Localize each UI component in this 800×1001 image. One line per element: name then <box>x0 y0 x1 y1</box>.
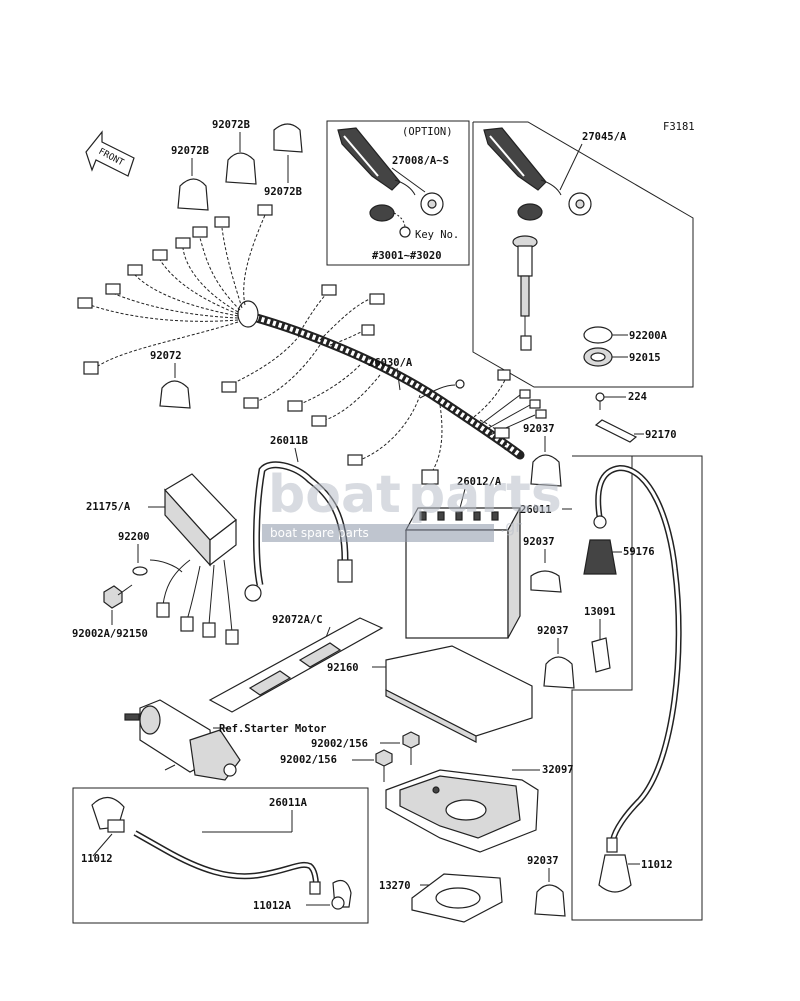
clamp-a-icon <box>225 152 257 185</box>
terminal-boot-icon <box>337 559 353 583</box>
key-no-range: #3001~#3020 <box>372 250 442 262</box>
watermark-brand-left: boat <box>268 465 401 525</box>
label-92037-b: 92037 <box>523 536 555 548</box>
label-11012-b: 11012 <box>641 859 673 871</box>
label-92002-b: 92002/156 <box>280 754 337 766</box>
label-27008: 27008/A~S <box>392 155 449 167</box>
option-title: (OPTION) <box>402 126 453 138</box>
label-26030: 26030/A <box>368 357 413 369</box>
bolt-a-icon <box>402 731 420 749</box>
starter-ref-label: Ref.Starter Motor <box>219 723 326 735</box>
clamp-92037-b-icon <box>530 570 562 593</box>
clamp-92037-others: 92037 92037 92037 <box>523 536 575 917</box>
clamp-92037-d-icon <box>534 884 566 917</box>
front-arrow-icon: FRONT <box>85 130 135 177</box>
plate-13270-group: 13270 <box>379 873 503 923</box>
label-92037-d: 92037 <box>527 855 559 867</box>
label-26011: 26011 <box>520 504 552 516</box>
cap-13091-icon <box>591 637 611 673</box>
label-11012A: 11012A <box>253 900 292 912</box>
label-26011A: 26011A <box>269 797 308 809</box>
watermark-brand-right: parts <box>408 465 562 525</box>
label-224: 224 <box>628 391 647 403</box>
label-92002A: 92002A/92150 <box>72 628 148 640</box>
label-92015: 92015 <box>629 352 661 364</box>
terminal-cap-11012-icon <box>598 854 632 893</box>
grommet-icon <box>237 300 259 328</box>
key-fob-icon <box>337 127 401 191</box>
switch-connector-icon <box>520 335 532 351</box>
key-cap-icon <box>369 204 395 222</box>
label-92160: 92160 <box>327 662 359 674</box>
label-21175: 21175/A <box>86 501 131 513</box>
ring-terminal-icon <box>244 584 262 602</box>
clamp-92037-a-group: 92037 <box>523 423 562 487</box>
label-92170: 92170 <box>645 429 677 441</box>
label-92072B-a: 92072B <box>212 119 250 131</box>
label-92002-a: 92002/156 <box>311 738 368 750</box>
strap-icon <box>594 419 638 443</box>
label-27045: 27045/A <box>582 131 627 143</box>
label-92072AC: 92072A/C <box>272 614 323 626</box>
watermark-tagline: boat spare parts <box>270 526 369 540</box>
option-box: (OPTION) 27008/A~S Key No. #3001~#3020 <box>326 120 470 266</box>
label-92037-a: 92037 <box>523 423 555 435</box>
battery-terminal-icon <box>593 515 607 529</box>
figure-code: F3181 <box>663 121 695 133</box>
label-92072B-c: 92072B <box>264 186 302 198</box>
lanyard-key-icon <box>483 127 547 191</box>
label-26012: 26012/A <box>457 476 502 488</box>
clamps-92072B: 92072B 92072B 92072B <box>171 119 303 211</box>
clamp-b-icon <box>177 178 209 211</box>
clamp-92037-c-icon <box>543 656 575 689</box>
terminal-cover-59176-icon <box>583 539 617 575</box>
bolt-icon <box>103 585 123 609</box>
mat-92160-group: 92160 <box>327 645 533 743</box>
battery-body-icon <box>405 529 509 639</box>
label-26011B: 26011B <box>270 435 308 447</box>
label-32097: 32097 <box>542 764 574 776</box>
label-92072: 92072 <box>150 350 182 362</box>
clamp-92072-icon <box>159 380 191 409</box>
clamp-92072-group: 92072 <box>150 350 191 409</box>
washer-icon <box>132 566 148 576</box>
battery-cable-box: 26011 11012 59176 13091 <box>520 455 703 921</box>
label-92037-c: 92037 <box>537 625 569 637</box>
screw-icon <box>595 392 605 402</box>
key-no-label: Key No. <box>415 229 459 241</box>
o-ring-icon <box>583 326 613 344</box>
cable-26011A-box: 26011A 11012 11012A <box>72 787 369 924</box>
screw-224-group: 224 92170 <box>594 391 677 443</box>
bolt-b-icon <box>375 749 393 767</box>
watermark: boat parts boat spare parts .gr <box>262 465 562 542</box>
label-92072B-b: 92072B <box>171 145 209 157</box>
label-11012-a: 11012 <box>81 853 113 865</box>
switch-assembly-box: 27045/A 92200A 92015 <box>472 121 694 388</box>
battery-box-group: 92002/156 92002/156 32097 <box>280 731 574 853</box>
unit-21175-group: 21175/A 92200 92002A/92150 <box>72 473 239 645</box>
label-13091: 13091 <box>584 606 616 618</box>
battery-mat-icon <box>385 645 533 737</box>
clamp-c-icon <box>273 123 303 153</box>
starter-motor-group: Ref.Starter Motor <box>124 699 326 781</box>
label-92200A: 92200A <box>629 330 668 342</box>
connector-icon <box>257 204 273 216</box>
label-92200: 92200 <box>118 531 150 543</box>
label-13270: 13270 <box>379 880 411 892</box>
battery-group: 26012/A <box>404 476 522 639</box>
label-59176: 59176 <box>623 546 655 558</box>
strap-92072AC-group: 92072A/C <box>208 614 384 713</box>
main-harness: 26030/A <box>77 204 547 485</box>
clamp-92037-a-icon <box>530 454 562 487</box>
cable-26011B-group: 26011B <box>244 435 353 602</box>
watermark-suffix: .gr <box>500 517 522 536</box>
